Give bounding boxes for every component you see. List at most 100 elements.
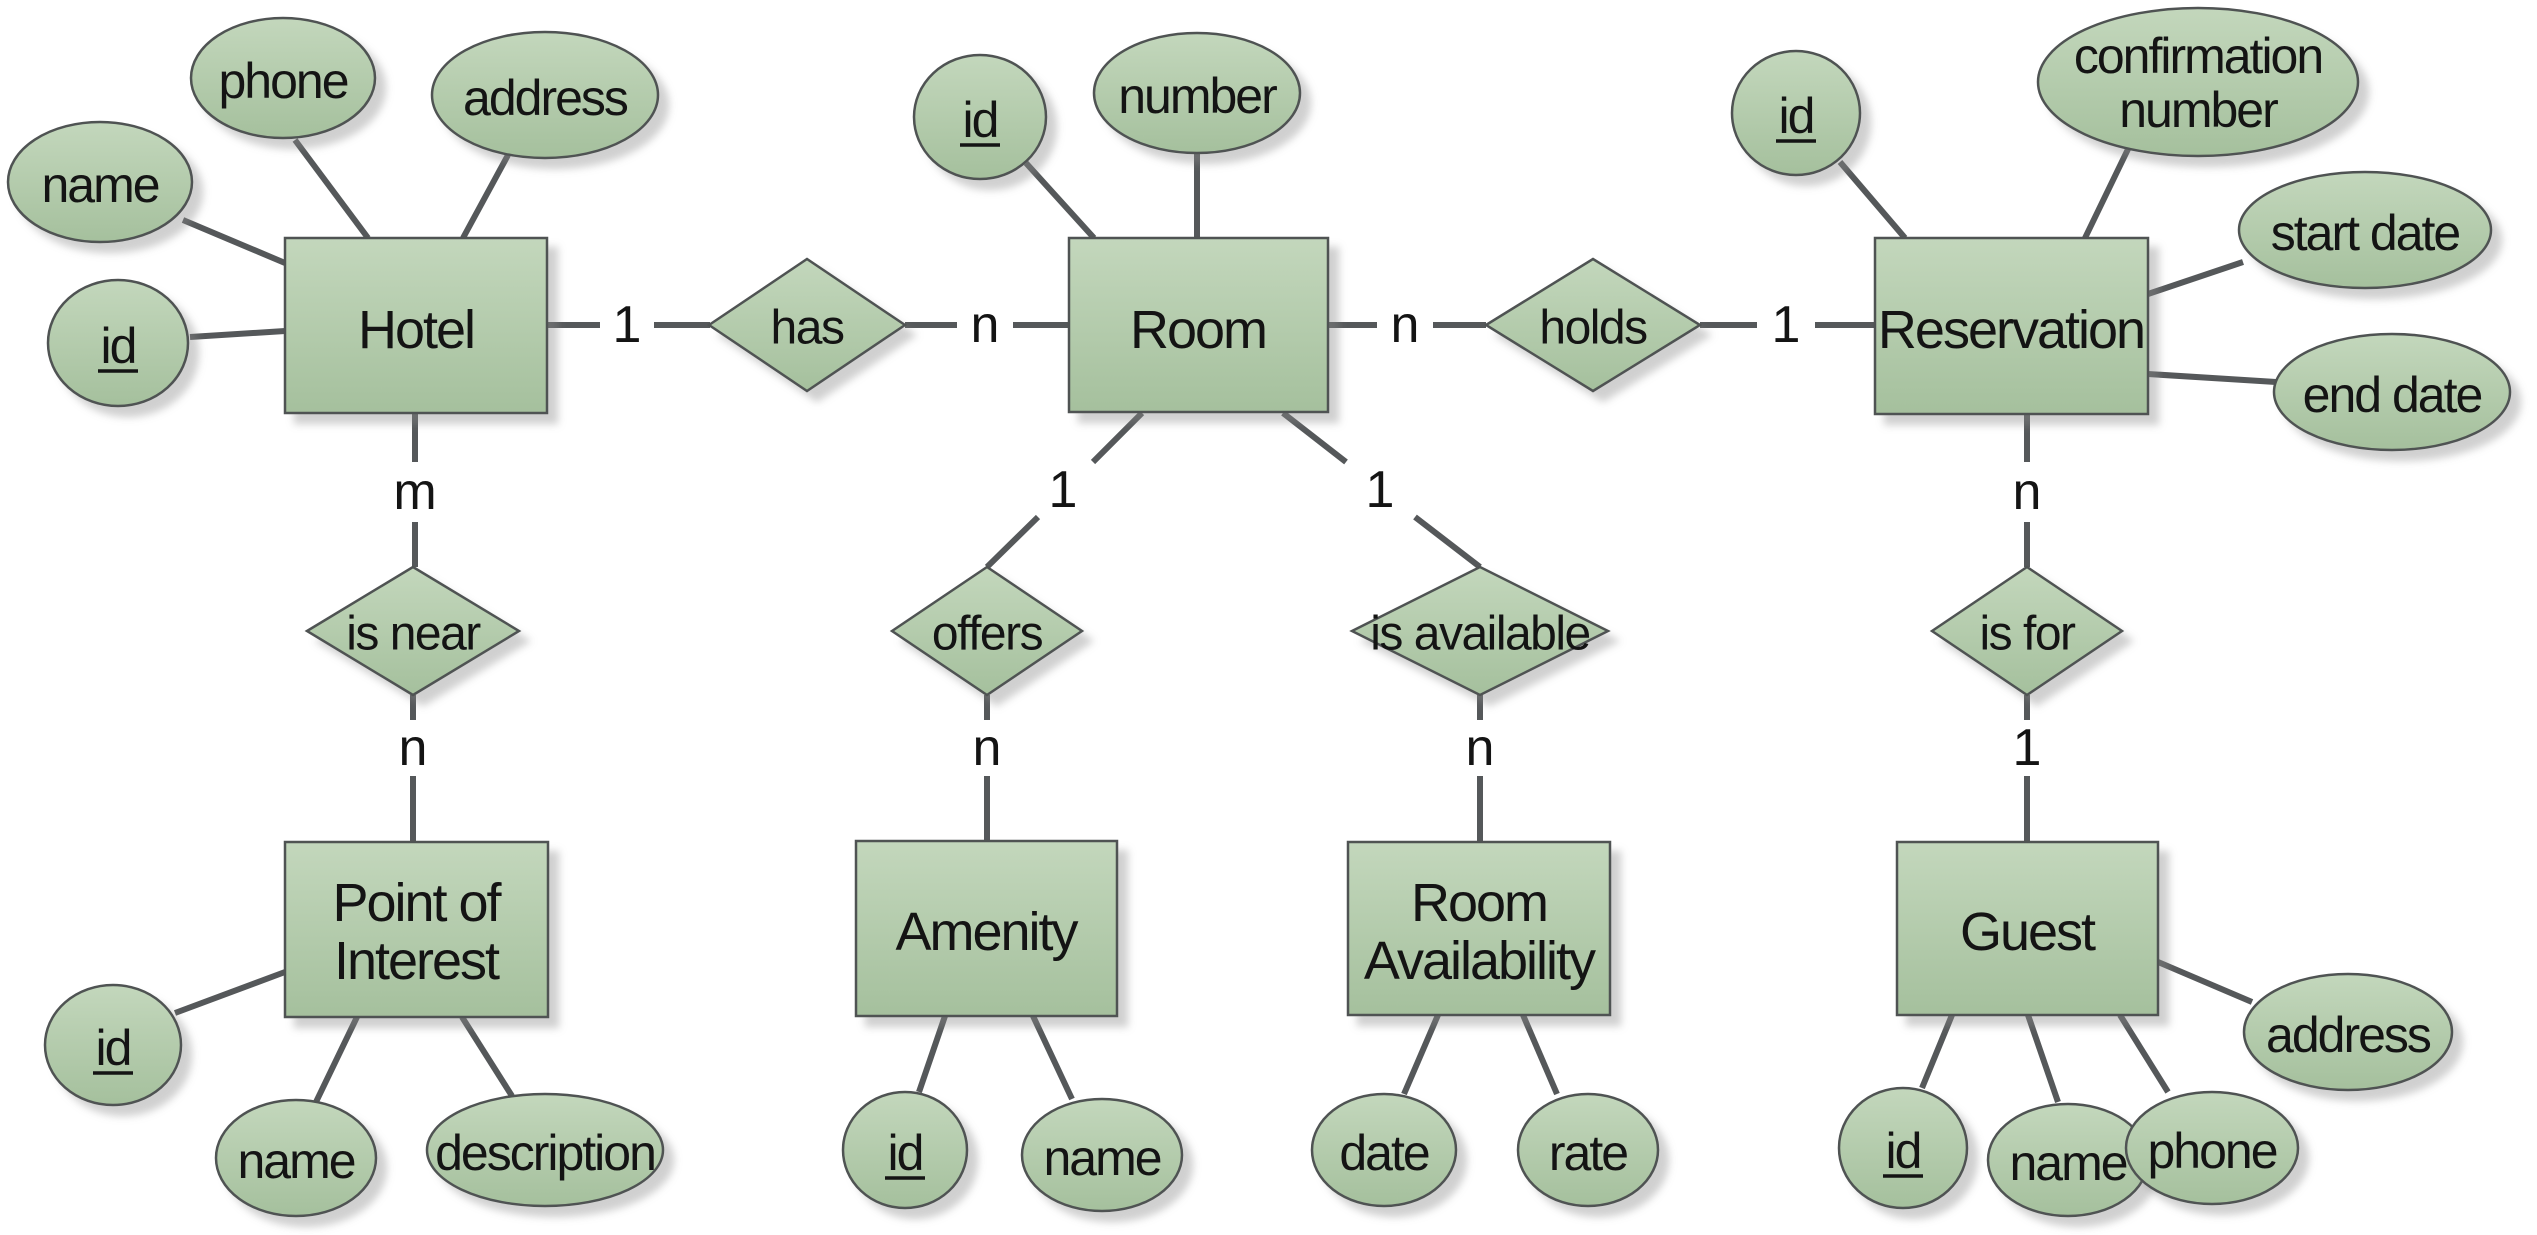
- attribute-guest-id-label: id: [1886, 1123, 1921, 1179]
- entity-amenity-box: [854, 839, 1119, 1018]
- cardinality-room-offers: 1: [1049, 461, 1078, 519]
- attribute-reservation-confirmation-number-label-line1: confirmation: [2074, 28, 2322, 84]
- cardinality-is-available-ra: n: [1466, 719, 1495, 777]
- line-hotel-name: [181, 217, 287, 266]
- attributes: name phone address id id number id confi…: [6, 6, 2512, 1218]
- relationship-is-for-diamond: [1929, 565, 2125, 697]
- entity-hotel-box: [283, 236, 549, 415]
- relationship-is-near-diamond: [304, 565, 522, 697]
- connector-lines: [173, 138, 2277, 1104]
- line-room-isavailable-a: [1281, 410, 1348, 465]
- attribute-poi-description-label: description: [435, 1125, 655, 1181]
- entity-point-of-interest-box: [283, 840, 550, 1019]
- attribute-hotel-phone-label: phone: [218, 53, 347, 109]
- attribute-hotel-name-ellipse: [6, 120, 194, 244]
- attribute-reservation-start-date-label: start date: [2271, 205, 2460, 261]
- attribute-room-number-ellipse: [1092, 31, 1302, 155]
- relationship-has-label: has: [771, 302, 844, 355]
- line-poi-name: [313, 1015, 360, 1104]
- attribute-poi-id-ellipse: [43, 983, 183, 1107]
- attribute-hotel-name-label: name: [41, 157, 158, 213]
- line-guest-phone: [2117, 1013, 2171, 1094]
- entity-room-availability-box: [1346, 840, 1612, 1017]
- line-hotel-id: [189, 328, 286, 340]
- line-guest-id: [1919, 1013, 1955, 1090]
- line-reservation-enddate: [2147, 371, 2277, 385]
- entity-amenity-label: Amenity: [895, 902, 1078, 962]
- relationship-holds-label: holds: [1539, 302, 1647, 355]
- attribute-amenity-name-label: name: [1043, 1130, 1160, 1186]
- line-room-id: [1023, 160, 1097, 241]
- attribute-hotel-address-ellipse: [430, 30, 660, 160]
- relationship-is-for-label: is for: [1979, 608, 2076, 661]
- cardinality-hotel-has: 1: [613, 296, 642, 354]
- entity-guest-label: Guest: [1960, 902, 2096, 962]
- attribute-reservation-end-date-ellipse: [2272, 332, 2512, 452]
- attribute-ra-rate-label: rate: [1549, 1125, 1627, 1181]
- entity-hotel-label: Hotel: [358, 300, 474, 360]
- line-room-offers-b: [984, 514, 1041, 570]
- line-reservation-startdate: [2147, 259, 2244, 297]
- entity-reservation-label: Reservation: [1878, 300, 2144, 360]
- attribute-reservation-start-date-ellipse: [2237, 170, 2493, 290]
- attribute-amenity-name-ellipse: [1020, 1097, 1184, 1213]
- line-poi-description: [459, 1015, 515, 1098]
- line-hotel-phone: [292, 138, 371, 240]
- cardinality-offers-amenity: n: [973, 719, 1002, 777]
- relationship-is-available-diamond: [1349, 565, 1611, 697]
- attribute-hotel-address-label: address: [463, 70, 628, 126]
- attribute-hotel-id-ellipse: [46, 278, 190, 408]
- line-room-isavailable-b: [1413, 514, 1482, 570]
- relationship-has-diamond: [706, 257, 908, 393]
- cardinality-room-is-available: 1: [1366, 461, 1395, 519]
- attribute-poi-id-label: id: [96, 1020, 131, 1076]
- line-reservation-id: [1837, 160, 1908, 240]
- line-hotel-address: [460, 153, 511, 240]
- entity-reservation-box: [1873, 236, 2150, 416]
- attribute-reservation-id-ellipse: [1730, 49, 1862, 177]
- entity-point-of-interest-label-line1: Point of: [332, 873, 502, 933]
- cardinality-labels: 1 n n 1 m n 1 n 1 n n 1: [393, 296, 2041, 777]
- attribute-room-id-label: id: [963, 92, 998, 148]
- attribute-reservation-confirmation-number-label-line2: number: [2119, 82, 2278, 138]
- line-ra-date: [1401, 1013, 1441, 1096]
- line-amenity-name: [1030, 1014, 1075, 1101]
- cardinality-has-room: n: [971, 296, 1000, 354]
- attribute-guest-id-ellipse: [1837, 1086, 1969, 1210]
- attribute-amenity-id-label: id: [888, 1125, 923, 1181]
- line-guest-address: [2156, 959, 2254, 1005]
- cardinality-is-near-poi: n: [399, 719, 428, 777]
- line-poi-id: [173, 969, 287, 1016]
- attribute-guest-name-label: name: [2009, 1135, 2126, 1191]
- entity-room-box: [1067, 236, 1330, 414]
- relationship-holds-diamond: [1483, 257, 1703, 393]
- attribute-poi-name-label: name: [237, 1133, 354, 1189]
- attribute-ra-date-label: date: [1339, 1125, 1429, 1181]
- relationships: has holds is near offers is available is…: [304, 257, 2125, 697]
- line-reservation-confirmation: [2082, 143, 2133, 240]
- relationship-offers-diamond: [889, 565, 1085, 697]
- attribute-hotel-id-label: id: [101, 318, 136, 374]
- attribute-ra-rate-ellipse: [1516, 1092, 1660, 1208]
- entities: Hotel Room Reservation Point of Interest…: [283, 236, 2160, 1019]
- attribute-amenity-id-ellipse: [841, 1090, 969, 1210]
- relationship-is-near-label: is near: [346, 608, 481, 661]
- attribute-poi-description-ellipse: [425, 1092, 665, 1208]
- attribute-guest-address-ellipse: [2242, 972, 2454, 1092]
- entity-guest-box: [1895, 840, 2160, 1017]
- attribute-room-id-ellipse: [912, 53, 1048, 181]
- entity-point-of-interest-label-line2: Interest: [334, 931, 500, 991]
- attribute-reservation-end-date-label: end date: [2303, 367, 2482, 423]
- cardinality-room-holds: n: [1391, 296, 1420, 354]
- entity-room-label: Room: [1130, 300, 1266, 360]
- line-guest-name: [2025, 1014, 2061, 1103]
- entity-room-availability-label-line1: Room: [1411, 873, 1547, 933]
- attribute-guest-address-label: address: [2266, 1007, 2431, 1063]
- attribute-room-number-label: number: [1118, 68, 1277, 124]
- cardinality-is-for-guest: 1: [2013, 719, 2042, 777]
- attribute-guest-phone-label: phone: [2147, 1123, 2276, 1179]
- attribute-ra-date-ellipse: [1310, 1092, 1458, 1208]
- attribute-guest-phone-ellipse: [2124, 1090, 2300, 1206]
